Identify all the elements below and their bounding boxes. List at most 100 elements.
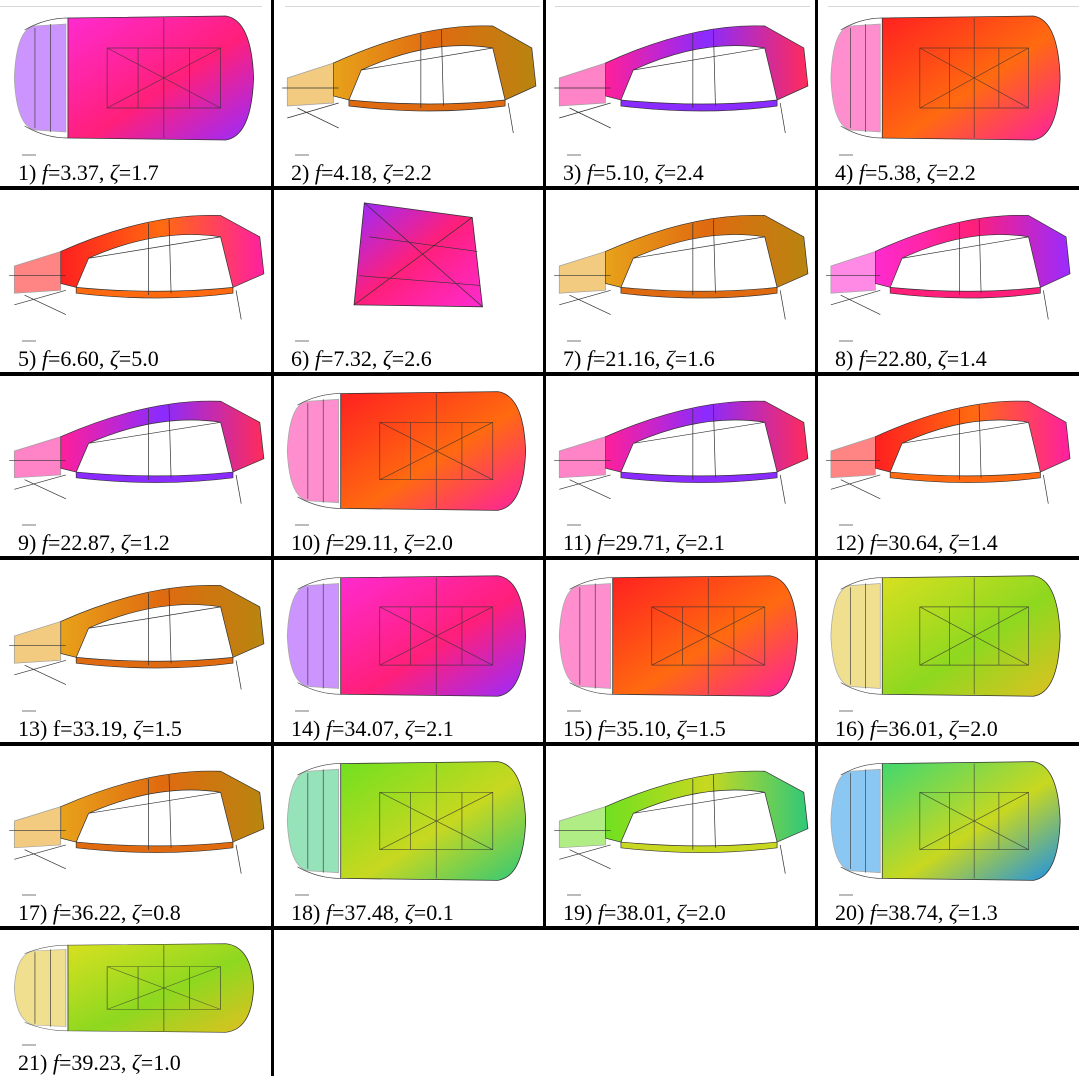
scale-mark	[295, 154, 309, 156]
row-divider	[0, 926, 274, 930]
wire-frame	[554, 29, 786, 134]
shape-front	[558, 62, 606, 107]
caption-zsym: ζ	[665, 346, 675, 371]
mode-panel: 8) f=22.80, ζ=1.4	[817, 190, 1079, 372]
scale-mark	[22, 524, 36, 526]
scale-mark	[295, 340, 309, 342]
mode-panel: 5) f=6.60, ζ=5.0	[0, 190, 273, 372]
wire-front	[24, 17, 68, 139]
wire-frame	[9, 405, 242, 504]
shape-sill	[620, 471, 778, 483]
shape-wing-left	[13, 949, 67, 1027]
caption-num: 21)	[18, 1050, 48, 1075]
mode-panel: 21) f=39.23, ζ=1.0	[0, 930, 273, 1076]
mode-panel: 9) f=22.87, ζ=1.2	[0, 376, 273, 556]
shape-front	[830, 250, 876, 294]
caption-num: 10)	[291, 530, 321, 555]
caption-freq: =7.32	[320, 346, 372, 371]
shape-upper	[875, 214, 1071, 288]
caption-sym: f	[586, 346, 593, 371]
caption-freq: =30.64	[875, 530, 938, 555]
mode-panel: 13) f=33.19, ζ=1.5	[0, 560, 273, 742]
caption-damp: =2.1	[413, 716, 454, 741]
caption-num: 2)	[291, 160, 310, 185]
caption-sym: f	[586, 160, 593, 185]
caption-zsym: ζ	[109, 346, 119, 371]
mode-shape-plot	[825, 400, 1071, 504]
wire-mesh	[651, 577, 766, 695]
caption-freq: =4.18	[320, 160, 372, 185]
shape-sill	[889, 471, 1041, 483]
caption-num: 7)	[563, 346, 582, 371]
mode-panel: 4) f=5.38, ζ=2.2	[817, 0, 1079, 186]
caption-num: 8)	[835, 346, 854, 371]
scale-mark	[22, 340, 36, 342]
wire-front	[840, 763, 883, 879]
mode-panel: 6) f=7.32, ζ=2.6	[273, 190, 545, 372]
caption-sym: f	[52, 900, 59, 925]
wire-front	[840, 577, 883, 695]
caption-num: 14)	[291, 716, 321, 741]
caption-damp: =2.4	[663, 160, 704, 185]
caption-freq: =39.23	[58, 1050, 121, 1075]
shape-sill	[75, 656, 234, 669]
caption-zsym: ζ	[654, 160, 664, 185]
mode-shape-plot	[830, 575, 1061, 697]
caption-freq: =37.48	[331, 900, 394, 925]
caption-zsym: ζ	[131, 900, 141, 925]
caption-damp: =2.0	[412, 530, 453, 555]
wire-front	[569, 577, 613, 695]
shape-sill	[348, 99, 506, 112]
shape-sill	[75, 286, 234, 299]
wire-frame	[825, 219, 1049, 320]
caption-damp: =1.4	[946, 346, 987, 371]
wire-front	[297, 393, 341, 509]
mode-caption: 2) f=4.18, ζ=2.2	[291, 160, 432, 185]
mode-shape-plot	[13, 15, 255, 141]
caption-zsym: ζ	[926, 160, 936, 185]
wire-front	[24, 944, 68, 1032]
caption-num: 3)	[563, 160, 582, 185]
caption-sym: f	[858, 346, 865, 371]
mode-panel: 18) f=37.48, ζ=0.1	[273, 746, 545, 926]
mode-shape-plot	[558, 575, 799, 697]
mode-shape-plot	[9, 770, 265, 874]
column-divider	[543, 0, 546, 926]
wire-frame	[9, 219, 242, 320]
caption-sym: f	[41, 160, 48, 185]
mode-caption: 18) f=37.48, ζ=0.1	[291, 900, 454, 925]
caption-freq: =21.16	[592, 346, 655, 371]
caption-damp: =1.7	[118, 160, 159, 185]
shape-body	[340, 575, 527, 697]
scale-mark	[567, 894, 581, 896]
shape-box	[353, 202, 483, 308]
mode-caption: 5) f=6.60, ζ=5.0	[18, 346, 159, 371]
caption-zsym: ζ	[948, 530, 958, 555]
row-divider	[0, 372, 1079, 376]
mode-panel: 7) f=21.16, ζ=1.6	[545, 190, 817, 372]
caption-damp: =1.2	[129, 530, 170, 555]
caption-damp: =5.0	[118, 346, 159, 371]
shape-wing-left	[13, 23, 67, 133]
mode-caption: 19) f=38.01, ζ=2.0	[563, 900, 726, 925]
mode-caption: 11) f=29.71, ζ=2.1	[563, 530, 725, 555]
shape-body	[881, 15, 1061, 141]
mode-shape-plot	[554, 25, 809, 134]
shape-upper	[605, 400, 809, 473]
shape-wing-left	[286, 768, 340, 874]
caption-freq: =5.38	[864, 160, 916, 185]
scale-mark	[295, 710, 309, 712]
scale-mark	[839, 154, 853, 156]
scale-mark	[839, 340, 853, 342]
caption-sym: f	[314, 346, 321, 371]
shape-wing-left	[558, 583, 612, 689]
caption-damp: =1.5	[685, 716, 726, 741]
shape-sill	[75, 471, 234, 483]
scale-mark	[839, 524, 853, 526]
scale-mark	[567, 710, 581, 712]
shape-front	[558, 806, 606, 849]
caption-zsym: ζ	[131, 1050, 141, 1075]
caption-freq: =36.22	[58, 900, 121, 925]
mode-panel: 17) f=36.22, ζ=0.8	[0, 746, 273, 926]
caption-damp: =1.6	[674, 346, 715, 371]
